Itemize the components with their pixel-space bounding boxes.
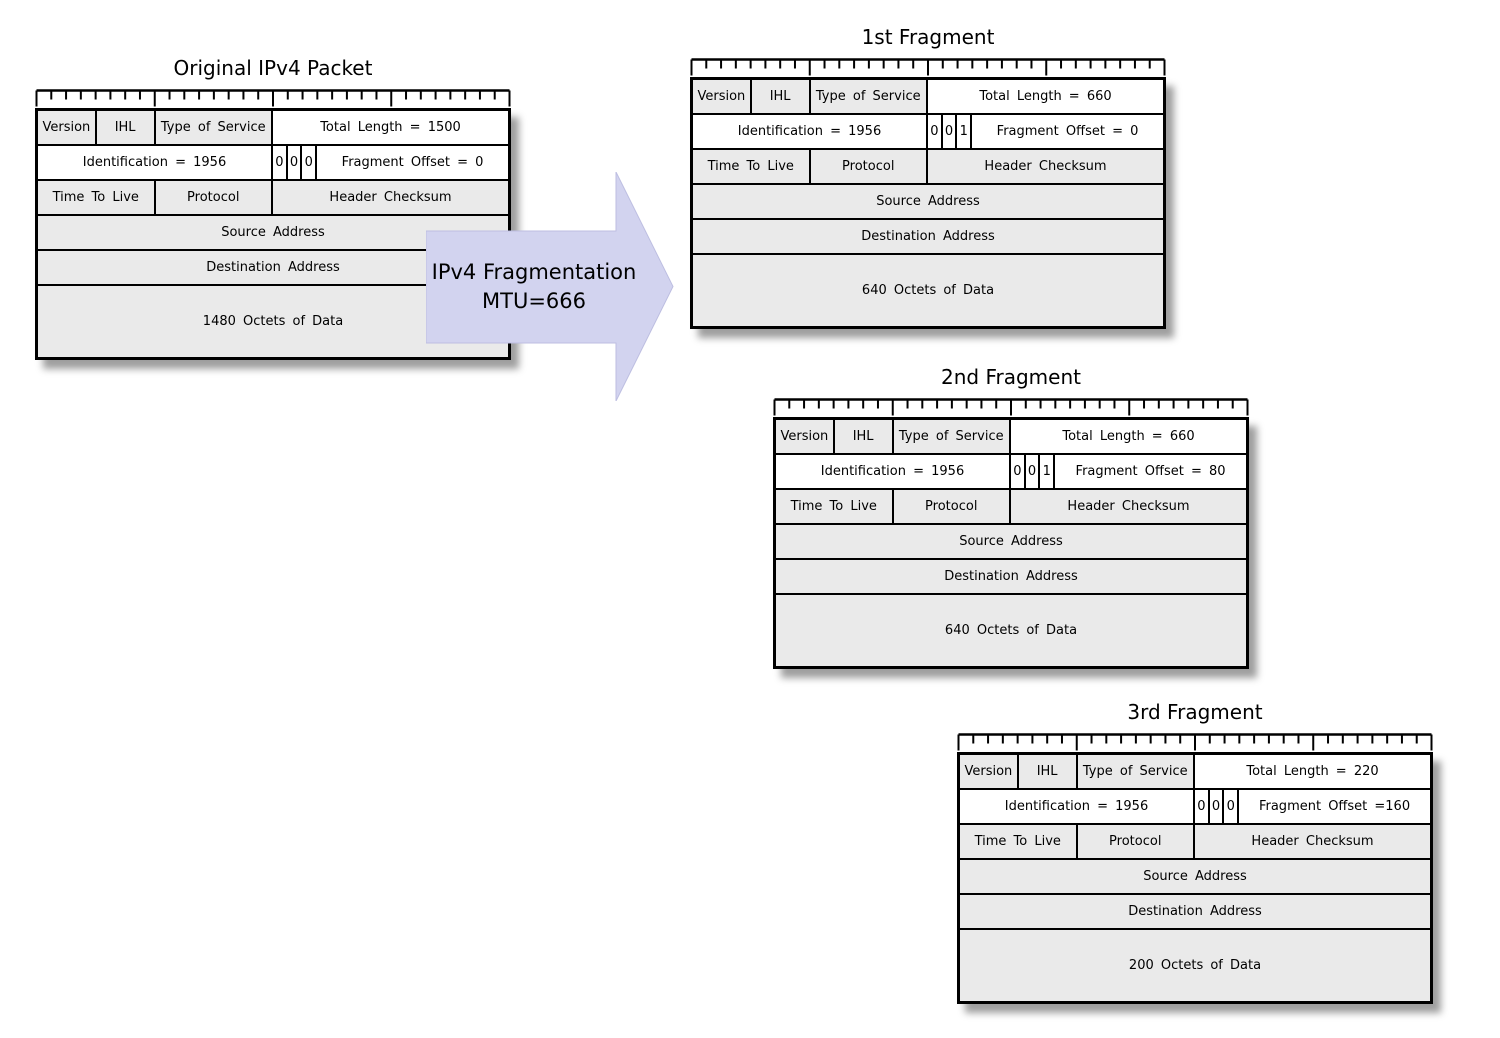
- field-identification: Identification = 1956: [960, 790, 1195, 823]
- field-identification: Identification = 1956: [693, 115, 928, 148]
- data-row: 640 Octets of Data: [776, 595, 1246, 666]
- field-fragment-offset: Fragment Offset = 80: [1055, 455, 1246, 488]
- data-row: 200 Octets of Data: [960, 930, 1430, 1001]
- field-fragment-offset: Fragment Offset =160: [1239, 790, 1430, 823]
- header-row-4: Source Address: [693, 185, 1163, 220]
- field-ihl: IHL: [751, 80, 811, 113]
- field-header-checksum: Header Checksum: [273, 181, 508, 214]
- field-destination-address: Destination Address: [693, 220, 1163, 253]
- field-protocol: Protocol: [893, 490, 1011, 523]
- packet-title: 3rd Fragment: [1127, 700, 1263, 724]
- header-row-1: Version IHL Type of Service Total Length…: [960, 755, 1430, 790]
- header-row-1: Version IHL Type of Service Total Length…: [776, 420, 1246, 455]
- field-ihl: IHL: [1018, 755, 1078, 788]
- field-data-octets: 200 Octets of Data: [960, 930, 1430, 1001]
- field-total-length: Total Length = 1500: [273, 111, 508, 144]
- field-fragment-offset: Fragment Offset = 0: [317, 146, 508, 179]
- field-time-to-live: Time To Live: [776, 490, 894, 523]
- field-ihl: IHL: [834, 420, 894, 453]
- flag-bit-1: 0: [1025, 455, 1041, 488]
- packet-box: Version IHL Type of Service Total Length…: [957, 752, 1433, 1004]
- packet-title: Original IPv4 Packet: [173, 56, 373, 80]
- field-fragment-offset: Fragment Offset = 0: [972, 115, 1163, 148]
- header-row-5: Destination Address: [776, 560, 1246, 595]
- arrow-label-line-1: IPv4 Fragmentation: [431, 260, 637, 284]
- flag-bit-1: 0: [287, 146, 303, 179]
- field-destination-address: Destination Address: [960, 895, 1430, 928]
- field-type-of-service: Type of Service: [893, 420, 1011, 453]
- field-header-checksum: Header Checksum: [1011, 490, 1246, 523]
- field-ihl: IHL: [96, 111, 156, 144]
- fragmentation-arrow-label: IPv4 Fragmentation MTU=666: [426, 231, 642, 343]
- field-identification: Identification = 1956: [38, 146, 273, 179]
- field-time-to-live: Time To Live: [693, 150, 811, 183]
- packet-box: Version IHL Type of Service Total Length…: [773, 417, 1249, 669]
- field-version: Version: [776, 420, 835, 453]
- field-time-to-live: Time To Live: [960, 825, 1078, 858]
- field-data-octets: 640 Octets of Data: [693, 255, 1163, 326]
- field-source-address: Source Address: [776, 525, 1246, 558]
- packet-title: 2nd Fragment: [941, 365, 1081, 389]
- flag-bit-2: 1: [1040, 455, 1056, 488]
- field-header-checksum: Header Checksum: [928, 150, 1163, 183]
- flag-bit-2: 0: [1224, 790, 1240, 823]
- field-version: Version: [38, 111, 97, 144]
- bit-ruler: [957, 733, 1433, 752]
- flag-bit-1: 0: [942, 115, 958, 148]
- bit-ruler: [690, 58, 1166, 77]
- field-type-of-service: Type of Service: [810, 80, 928, 113]
- header-row-2: Identification = 1956 0 0 0 Fragment Off…: [960, 790, 1430, 825]
- bit-ruler: [35, 89, 511, 108]
- packet-title: 1st Fragment: [861, 25, 995, 49]
- field-source-address: Source Address: [693, 185, 1163, 218]
- header-row-3: Time To Live Protocol Header Checksum: [38, 181, 508, 216]
- flag-bit-2: 1: [957, 115, 973, 148]
- header-row-3: Time To Live Protocol Header Checksum: [693, 150, 1163, 185]
- flag-bit-0: 0: [1011, 455, 1026, 488]
- data-row: 640 Octets of Data: [693, 255, 1163, 326]
- fragmentation-arrow-shape: [426, 172, 674, 401]
- field-time-to-live: Time To Live: [38, 181, 156, 214]
- field-protocol: Protocol: [1077, 825, 1195, 858]
- packet-fragment-3: 3rd Fragment Version IHL Type of Service…: [957, 699, 1433, 1004]
- header-row-1: Version IHL Type of Service Total Length…: [38, 111, 508, 146]
- packet-fragment-2: 2nd Fragment Version IHL Type of Service…: [773, 364, 1249, 669]
- header-row-3: Time To Live Protocol Header Checksum: [960, 825, 1430, 860]
- header-row-2: Identification = 1956 0 0 1 Fragment Off…: [776, 455, 1246, 490]
- field-version: Version: [693, 80, 752, 113]
- header-row-4: Source Address: [776, 525, 1246, 560]
- header-row-2: Identification = 1956 0 0 1 Fragment Off…: [693, 115, 1163, 150]
- packet-fragment-1: 1st Fragment Version IHL Type of Service…: [690, 24, 1166, 329]
- flag-bit-0: 0: [1195, 790, 1210, 823]
- field-header-checksum: Header Checksum: [1195, 825, 1430, 858]
- header-row-5: Destination Address: [693, 220, 1163, 255]
- flag-bit-0: 0: [928, 115, 943, 148]
- field-data-octets: 640 Octets of Data: [776, 595, 1246, 666]
- header-row-4: Source Address: [960, 860, 1430, 895]
- field-total-length: Total Length = 220: [1195, 755, 1430, 788]
- field-total-length: Total Length = 660: [1011, 420, 1246, 453]
- field-protocol: Protocol: [810, 150, 928, 183]
- header-row-1: Version IHL Type of Service Total Length…: [693, 80, 1163, 115]
- field-type-of-service: Type of Service: [155, 111, 273, 144]
- field-type-of-service: Type of Service: [1077, 755, 1195, 788]
- header-row-5: Destination Address: [960, 895, 1430, 930]
- header-row-2: Identification = 1956 0 0 0 Fragment Off…: [38, 146, 508, 181]
- bit-ruler: [773, 398, 1249, 417]
- flag-bit-1: 0: [1209, 790, 1225, 823]
- field-protocol: Protocol: [155, 181, 273, 214]
- field-identification: Identification = 1956: [776, 455, 1011, 488]
- field-destination-address: Destination Address: [776, 560, 1246, 593]
- flag-bit-0: 0: [273, 146, 288, 179]
- arrow-label-line-2: MTU=666: [482, 289, 586, 313]
- field-total-length: Total Length = 660: [928, 80, 1163, 113]
- packet-box: Version IHL Type of Service Total Length…: [690, 77, 1166, 329]
- field-version: Version: [960, 755, 1019, 788]
- header-row-3: Time To Live Protocol Header Checksum: [776, 490, 1246, 525]
- flag-bit-2: 0: [302, 146, 318, 179]
- field-source-address: Source Address: [960, 860, 1430, 893]
